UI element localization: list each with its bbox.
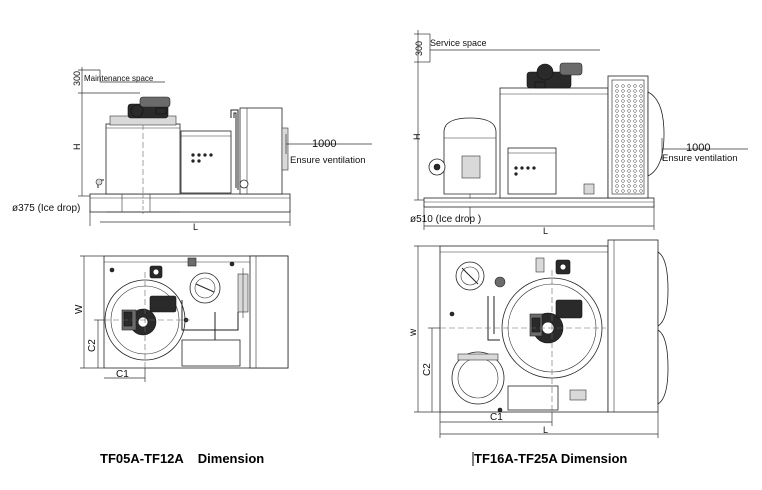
dim-c2-right: C2 [422,363,433,376]
maintenance-space-label: Maintenance space [84,74,154,83]
ventilation-label-right: Ensure ventilation [662,153,738,164]
dim-l-left: L [193,222,198,232]
dim-l-bottom-right: L [543,425,548,435]
right-top-dimensions [414,30,748,230]
dim-c1-left: C1 [116,369,129,380]
dim-c1-right: C1 [490,412,503,423]
ice-drop-label-right: ø510 (Ice drop ) [410,214,481,225]
dim-h-right: H [412,134,422,141]
left-bottom-dimensions [80,255,146,382]
dim-300-left: 300 [72,71,82,86]
left-side-elevation [89,96,291,214]
ice-drop-label-left: ø375 (Ice drop) [12,203,80,214]
right-bottom-dimensions [414,245,659,438]
right-side-elevation [423,62,665,208]
dim-w-right: w [408,328,419,337]
ventilation-label-left: Ensure ventilation [290,155,366,166]
service-space-label: Service space [430,38,487,48]
caption-tf16a-tf25a: TF16A-TF25A Dimension [474,451,628,466]
dim-c2-left: C2 [87,339,98,352]
left-top-dimensions [78,67,372,226]
dim-1000-right: 1000 [686,142,710,154]
dim-l-right: L [543,226,548,236]
dim-1000-left: 1000 [312,138,336,150]
dim-w-left: W [74,304,85,314]
dim-300-right: 300 [414,41,424,56]
right-plan-view [439,239,669,413]
dim-h-left: H [72,144,82,151]
left-plan-view [103,255,289,369]
caption-tf05a-tf12a: TF05A-TF12A Dimension [100,451,265,466]
